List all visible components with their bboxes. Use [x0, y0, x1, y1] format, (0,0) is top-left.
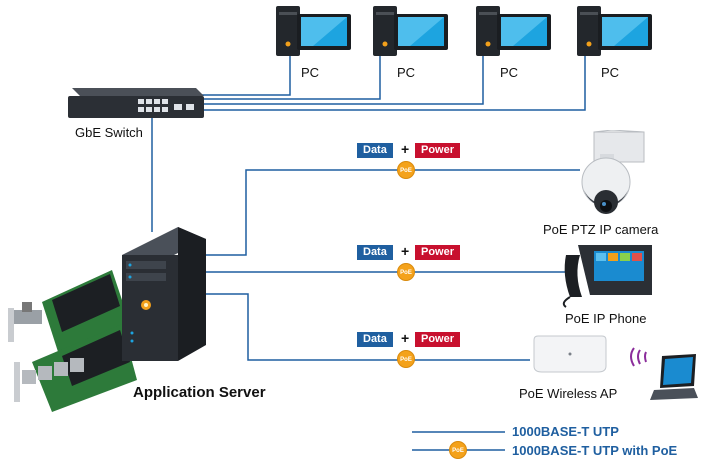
device-label-phone: PoE IP Phone: [565, 311, 647, 326]
poe-badge: PoE: [397, 350, 415, 368]
data-tag: Data: [357, 245, 393, 260]
power-tag: Power: [415, 332, 461, 347]
ptz-camera-icon: [581, 129, 645, 214]
pc-2: [370, 4, 452, 67]
desktop-pc-icon: [373, 6, 448, 56]
device-label-ap: PoE Wireless AP: [519, 386, 618, 401]
desktop-pc-icon: [276, 6, 351, 56]
pc-4: [574, 4, 656, 67]
pc-label: PC: [301, 65, 320, 80]
pc-label: PC: [601, 65, 620, 80]
ip-phone: [560, 241, 656, 314]
legend-utp: 1000BASE-T UTP: [512, 424, 619, 439]
laptop-wifi-icon: [630, 347, 698, 400]
poe-badge: PoE: [397, 263, 415, 281]
application-server: [118, 225, 210, 370]
poe-nic-card-icon: [8, 270, 137, 412]
data-tag: Data: [357, 332, 393, 347]
switch-label: GbE Switch: [75, 125, 143, 140]
data-tag: Data: [357, 143, 393, 158]
pc-3: [473, 4, 555, 67]
wireless-ap: [528, 334, 612, 381]
legend-utp-poe: 1000BASE-T UTP with PoE: [512, 443, 678, 458]
line-switch-pc1: [200, 55, 291, 96]
server-label: Application Server: [133, 384, 266, 401]
line-switch-pc2: [200, 55, 381, 100]
line-switch-pc4: [200, 55, 586, 111]
wireless-laptop: [628, 346, 700, 409]
power-tag: Power: [415, 143, 461, 158]
poe-nic-cards: [2, 262, 137, 417]
plus-sign: +: [401, 243, 410, 259]
tower-server-icon: [122, 227, 206, 361]
line-server-camera: [205, 169, 580, 256]
line-server-ap: [205, 293, 530, 361]
plus-sign: +: [401, 330, 410, 346]
plus-sign: +: [401, 141, 410, 157]
desktop-pc-icon: [476, 6, 551, 56]
pc-label: PC: [500, 65, 519, 80]
gbe-switch: [66, 84, 206, 125]
pc-label: PC: [397, 65, 416, 80]
wireless-ap-icon: [533, 335, 607, 373]
line-switch-pc3: [200, 55, 484, 105]
power-tag: Power: [415, 245, 461, 260]
network-switch-icon: [68, 88, 204, 118]
desktop-pc-icon: [577, 6, 652, 56]
device-label-camera: PoE PTZ IP camera: [543, 222, 659, 237]
pc-1: [273, 4, 355, 67]
ip-phone-icon: [562, 245, 652, 308]
poe-badge: PoE: [397, 161, 415, 179]
legend-poe-badge: PoE: [449, 441, 467, 459]
ptz-camera: [572, 129, 652, 225]
